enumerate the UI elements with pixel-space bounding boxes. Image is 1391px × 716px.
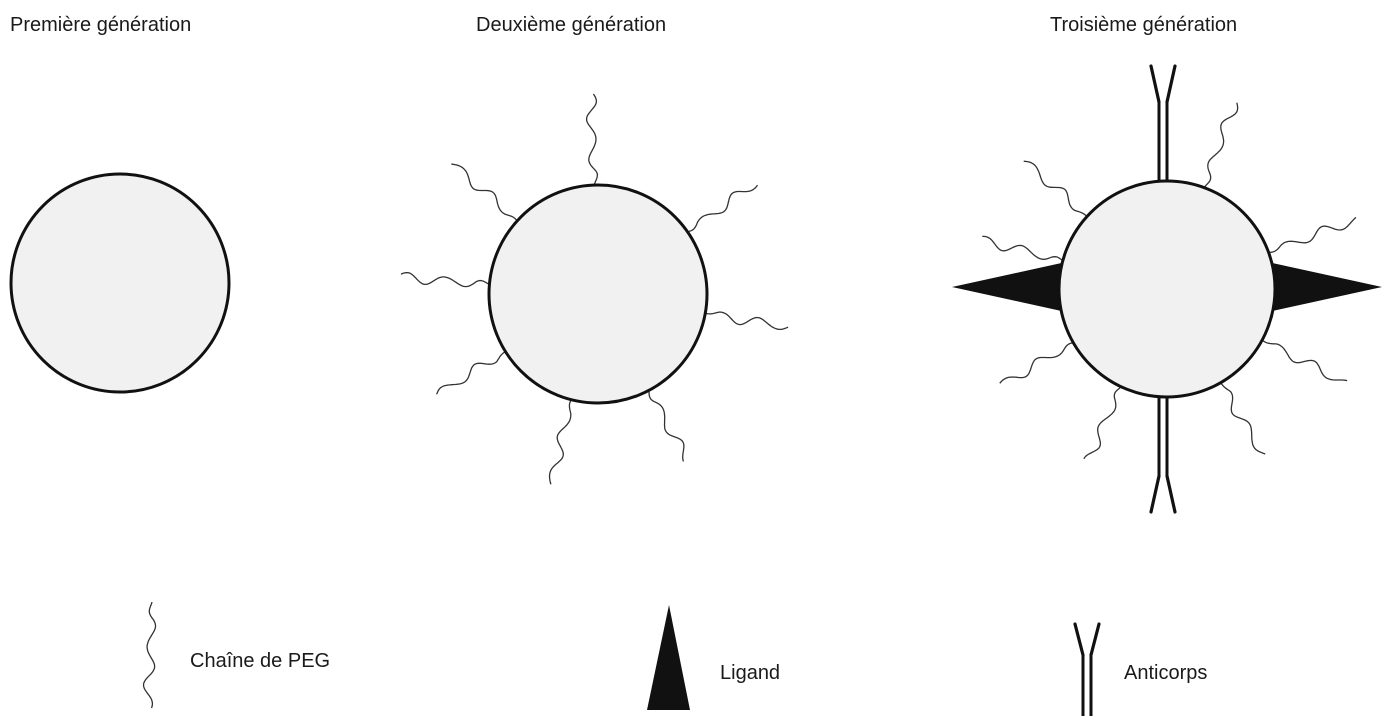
second-generation-nanoparticle	[400, 93, 789, 485]
antibody-top	[1149, 64, 1177, 187]
peg-chain	[436, 350, 507, 395]
peg-chain	[1203, 102, 1239, 189]
first-generation-particle	[9, 172, 231, 394]
peg-chain	[648, 389, 685, 462]
legend-peg-chain-icon	[142, 601, 157, 709]
peg-chain	[548, 398, 573, 485]
peg-chain	[1023, 160, 1089, 218]
peg-chain	[451, 163, 519, 223]
peg-chain	[400, 271, 491, 288]
title-first-generation: Première génération	[10, 14, 192, 36]
peg-chain	[704, 311, 789, 331]
legend-antibody-icon	[1073, 622, 1101, 716]
peg-chain	[982, 235, 1064, 262]
legend-ligand-icon	[647, 605, 690, 710]
peg-chain	[1083, 385, 1123, 460]
peg-chain	[1219, 381, 1266, 455]
ligand-right	[1268, 262, 1382, 312]
legend-peg-chain-label: Chaîne de PEG	[190, 650, 331, 672]
ligand-left	[952, 262, 1066, 312]
third-generation-particle	[1057, 179, 1277, 399]
legend-ligand-label: Ligand	[720, 662, 781, 684]
peg-chain	[1267, 216, 1357, 254]
peg-chain	[585, 93, 599, 187]
legend-icons	[142, 601, 1101, 716]
peg-chain	[1261, 338, 1348, 382]
antibody-bottom	[1149, 391, 1177, 514]
second-generation-particle	[487, 183, 709, 405]
legend-antibody-label: Anticorps	[1124, 662, 1208, 684]
first-generation-nanoparticle	[9, 172, 231, 394]
peg-chain	[686, 184, 759, 233]
title-second-generation: Deuxième génération	[476, 14, 667, 36]
peg-chain	[999, 341, 1075, 384]
title-third-generation: Troisième génération	[1050, 14, 1238, 36]
third-generation-nanoparticle	[952, 64, 1382, 514]
